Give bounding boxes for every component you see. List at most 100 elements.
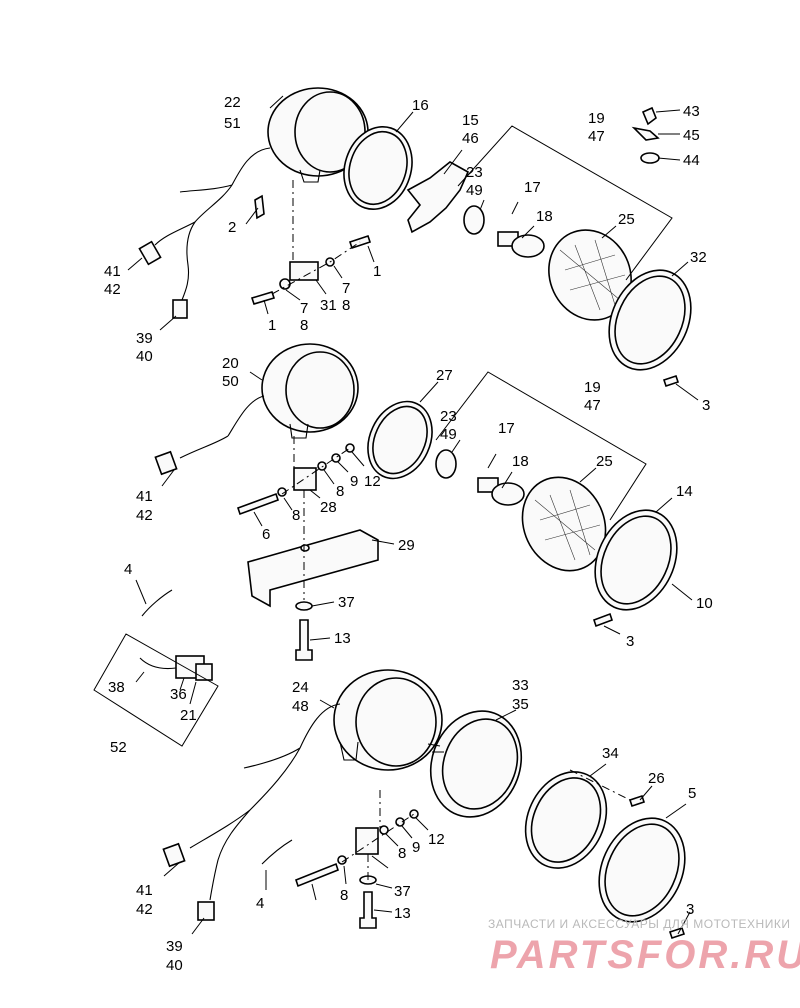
screw-3-top (662, 374, 680, 388)
callout-46: 46 (462, 130, 479, 147)
callout-7-a: 7 (342, 280, 350, 297)
nut-12-bot (409, 809, 419, 819)
callout-42-c: 42 (136, 901, 153, 918)
relay-module-13 (139, 655, 213, 681)
callout-28: 28 (320, 499, 337, 516)
callout-33: 34 (602, 745, 619, 762)
callout-34: 5 (688, 785, 696, 802)
mount-plate-29 (247, 529, 379, 608)
watermark-tagline: ЗАПЧАСТИ И АКСЕССУАРЫ ДЛЯ МОТОТЕХНИКИ (488, 917, 790, 931)
callout-47-b: 47 (584, 397, 601, 414)
washer-10-mid (295, 601, 313, 611)
gasket-23 (463, 205, 485, 235)
callout-labels: 22 51 16 15 46 19 47 43 45 44 23 49 17 1… (104, 94, 713, 974)
callout-4-b: 13 (394, 905, 411, 922)
callout-1-a: 1 (373, 263, 381, 280)
callout-36: 52 (110, 739, 127, 756)
nut-12 (345, 443, 355, 453)
lamp-housing-bottom (299, 669, 443, 771)
callout-19: 19 (588, 110, 605, 127)
callout-6: 6 (262, 526, 270, 543)
bolt-5 (295, 862, 339, 888)
callout-43: 43 (683, 103, 700, 120)
callout-24: 33 (512, 677, 529, 694)
callout-45: 45 (683, 127, 700, 144)
callout-25: 25 (618, 211, 635, 228)
callout-22: 22 (224, 94, 241, 111)
washer-8-bolt-bot (337, 855, 347, 865)
clip-45 (631, 126, 660, 141)
callout-9: 9 (350, 473, 358, 490)
callout-42-a: 42 (104, 281, 121, 298)
washer-8-mid (317, 461, 327, 471)
bezel-30 (594, 509, 678, 611)
callout-40-a: 40 (136, 348, 153, 365)
callout-39-a: 39 (136, 330, 153, 347)
bracket-28 (293, 467, 317, 491)
bolt-4-mid (295, 619, 313, 661)
bracket-26 (355, 827, 379, 855)
callout-32: 32 (690, 249, 707, 266)
grommet-44 (640, 152, 660, 164)
callout-18: 18 (536, 208, 553, 225)
callout-51: 51 (224, 115, 241, 132)
callout-2: 2 (228, 219, 236, 236)
callout-50: 50 (222, 373, 239, 390)
callout-8-c: 8 (292, 507, 300, 524)
callout-30: 14 (676, 483, 693, 500)
callout-23: 23 (466, 164, 483, 181)
callout-12: 12 (364, 473, 381, 490)
callout-14-a: 4 (124, 561, 132, 578)
lamp-housing-middle (227, 343, 359, 439)
screw-3-mid (592, 612, 614, 628)
callout-25-b: 25 (596, 453, 613, 470)
screw-35 (628, 794, 646, 808)
callout-18-b: 18 (512, 453, 529, 470)
cable-14-mid (141, 589, 173, 617)
wiring-harness-top (138, 184, 233, 319)
callout-49-b: 49 (440, 426, 457, 443)
callout-8-e: 8 (398, 845, 406, 862)
callout-7-b: 7 (300, 300, 308, 317)
callout-41-a: 41 (104, 263, 121, 280)
callout-8-f: 8 (340, 887, 348, 904)
bolt-1-left (250, 291, 276, 305)
callout-20: 20 (222, 355, 239, 372)
bulb-18-middle (477, 477, 525, 506)
callout-38: 21 (180, 707, 197, 724)
washer-9 (331, 453, 341, 463)
wiring-harness-middle (154, 435, 229, 476)
callout-14-b: 4 (256, 895, 264, 912)
callout-37: 38 (108, 679, 125, 696)
screw-2 (254, 194, 265, 220)
callout-21: 24 (292, 679, 309, 696)
callout-48: 35 (512, 696, 529, 713)
callout-41-b: 41 (136, 488, 153, 505)
washer-8-bolt (277, 487, 287, 497)
callout-27: 27 (436, 367, 453, 384)
callout-31: 31 (320, 297, 337, 314)
callout-8-b: 8 (300, 317, 308, 334)
callout-40-b: 40 (166, 957, 183, 974)
callout-12-b: 12 (428, 831, 445, 848)
cable-14-bot (261, 839, 293, 865)
washer-8-bot (379, 825, 389, 835)
callout-4-a: 13 (334, 630, 351, 647)
trim-ring-27 (367, 400, 433, 480)
callout-35: 26 (648, 770, 665, 787)
ring-33 (524, 771, 608, 869)
callout-9-b: 9 (412, 839, 420, 856)
callout-3-c: 3 (686, 901, 694, 918)
bezel-32 (608, 269, 692, 371)
retainer-15 (406, 161, 470, 234)
callout-10-b: 37 (394, 883, 411, 900)
lens-25-middle (521, 476, 607, 572)
callout-8-d: 8 (336, 483, 344, 500)
watermark: ЗАПЧАСТИ И АКСЕССУАРЫ ДЛЯ МОТОТЕХНИКИ PA… (488, 917, 800, 977)
lamp-unit-24 (427, 710, 523, 818)
callout-47: 47 (588, 128, 605, 145)
washer-9-bot (395, 817, 405, 827)
callout-3-b: 3 (626, 633, 634, 650)
